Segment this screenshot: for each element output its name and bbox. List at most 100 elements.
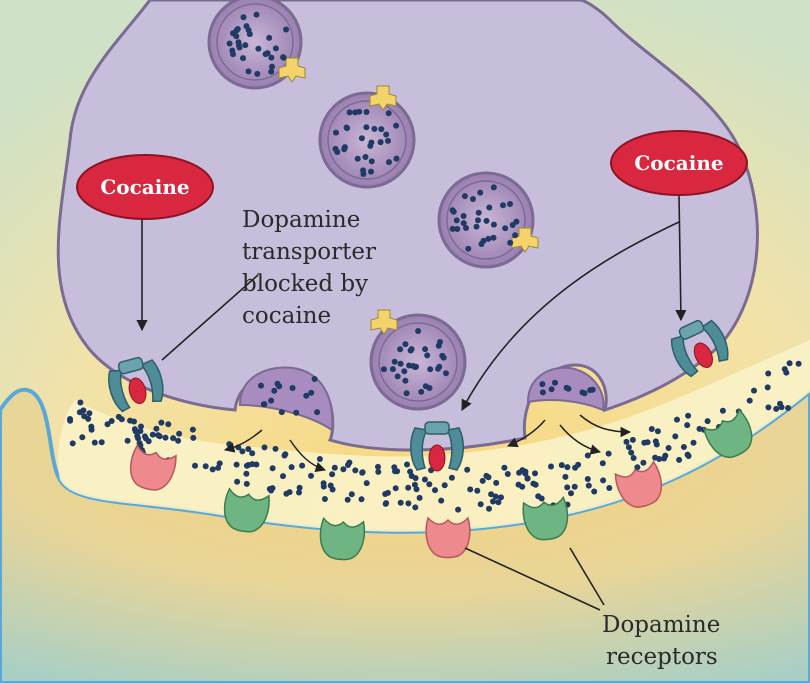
dopamine-dot bbox=[539, 381, 546, 388]
dopamine-dot bbox=[378, 126, 385, 133]
dopamine-dot bbox=[410, 363, 417, 369]
dopamine-dot bbox=[405, 500, 412, 507]
dopamine-dot bbox=[268, 68, 275, 75]
dopamine-receptor-pink bbox=[614, 460, 663, 508]
dopamine-dot bbox=[234, 26, 241, 32]
dopamine-dot bbox=[245, 446, 252, 452]
dopamine-dot bbox=[584, 476, 591, 482]
dopamine-dot bbox=[605, 450, 612, 457]
dopamine-dot bbox=[296, 484, 303, 491]
dopamine-dot bbox=[202, 463, 209, 470]
vesicle-transporter-icon bbox=[370, 309, 398, 335]
dopamine-dot bbox=[685, 412, 692, 419]
dopamine-dot bbox=[418, 388, 425, 395]
dopamine-dot bbox=[460, 213, 467, 219]
dopamine-dot bbox=[383, 131, 390, 138]
dopamine-dot bbox=[704, 418, 711, 425]
dopamine-dot bbox=[240, 14, 247, 21]
dopamine-dot bbox=[239, 448, 246, 455]
dopamine-dot bbox=[426, 481, 433, 488]
dopamine-dot bbox=[314, 409, 321, 416]
dopamine-dot bbox=[329, 471, 336, 478]
dopamine-dot bbox=[293, 409, 300, 416]
vesicle bbox=[207, 0, 303, 90]
dopamine-dot bbox=[289, 385, 296, 391]
dopamine-dot bbox=[280, 473, 286, 480]
dopamine-receptor-green bbox=[702, 408, 753, 459]
dopamine-dot bbox=[115, 413, 122, 420]
dopamine-dot bbox=[138, 423, 144, 430]
dopamine-dot bbox=[477, 189, 484, 196]
dopamine-dot bbox=[393, 122, 400, 129]
dopamine-dot bbox=[584, 452, 591, 459]
dopamine-dot bbox=[751, 387, 757, 394]
dopamine-dot bbox=[504, 471, 511, 477]
dopamine-dot bbox=[363, 109, 370, 115]
dopamine-dot bbox=[375, 463, 381, 470]
dopamine-dot bbox=[684, 451, 691, 458]
dopamine-dot bbox=[137, 428, 144, 435]
dopamine-dot bbox=[690, 439, 697, 446]
dopamine-dot bbox=[575, 461, 582, 468]
dopamine-dot bbox=[391, 358, 398, 365]
dopamine-dot bbox=[77, 399, 84, 406]
dopamine-dot bbox=[296, 489, 302, 496]
dopamine-dot bbox=[392, 468, 398, 475]
dopamine-dot bbox=[538, 495, 545, 502]
dopamine-dot bbox=[368, 139, 375, 146]
dopamine-dot bbox=[268, 54, 275, 61]
dopamine-dot bbox=[268, 487, 275, 494]
dopamine-dot bbox=[86, 410, 93, 417]
dopamine-dot bbox=[470, 196, 476, 202]
dopamine-dot bbox=[480, 237, 487, 244]
dopamine-dot bbox=[371, 125, 378, 132]
dopamine-receptor-green bbox=[223, 487, 270, 533]
dopamine-dot bbox=[331, 464, 338, 471]
dopamine-dot bbox=[460, 220, 467, 227]
cocaine-oval-left: Cocaine bbox=[76, 154, 214, 220]
dopamine-dot bbox=[243, 470, 250, 477]
dopamine-dot bbox=[272, 445, 279, 452]
dopamine-dot bbox=[653, 441, 660, 448]
dopamine-dot bbox=[461, 193, 468, 200]
dopamine-dot bbox=[628, 449, 635, 456]
dopamine-dot bbox=[432, 487, 438, 494]
dopamine-dot bbox=[473, 223, 480, 230]
dopamine-dot bbox=[162, 434, 169, 441]
dopamine-dot bbox=[268, 397, 275, 404]
dopamine-dot bbox=[88, 426, 95, 433]
dopamine-dot bbox=[175, 437, 182, 444]
dopamine-dot bbox=[359, 469, 366, 476]
dopamine-dot bbox=[308, 472, 314, 479]
dopamine-dot bbox=[486, 505, 492, 512]
dopamine-dot bbox=[389, 366, 396, 373]
dopamine-dot bbox=[397, 360, 404, 367]
dopamine-dot bbox=[564, 464, 571, 471]
dopamine-dot bbox=[341, 144, 348, 151]
dopamine-dot bbox=[680, 444, 687, 450]
dopamine-dot bbox=[363, 480, 370, 487]
dopamine-dot bbox=[216, 460, 223, 467]
dopamine-dot bbox=[303, 392, 310, 399]
dopamine-dot bbox=[426, 385, 433, 391]
dopamine-dot bbox=[358, 496, 365, 503]
dopamine-dot bbox=[176, 430, 183, 437]
dopamine-dot bbox=[269, 63, 275, 70]
dopamine-dot bbox=[672, 433, 679, 440]
dopamine-dot bbox=[652, 454, 659, 461]
dopamine-dot bbox=[363, 124, 370, 131]
dopamine-dot bbox=[524, 475, 531, 482]
dopamine-dot bbox=[243, 23, 250, 30]
dopamine-dot bbox=[281, 452, 288, 459]
dopamine-dot bbox=[467, 486, 474, 493]
dopamine-dot bbox=[630, 455, 637, 461]
dopamine-dot bbox=[498, 494, 504, 501]
dopamine-dot bbox=[209, 466, 216, 473]
transporter-label: Dopamine transporter blocked by cocaine bbox=[242, 207, 376, 329]
dopamine-dot bbox=[415, 328, 422, 334]
dopamine-dot bbox=[266, 34, 273, 41]
dopamine-dot bbox=[235, 42, 242, 48]
dopamine-dot bbox=[507, 201, 513, 207]
dopamine-dot bbox=[441, 482, 448, 489]
dopamine-dot bbox=[377, 139, 384, 146]
